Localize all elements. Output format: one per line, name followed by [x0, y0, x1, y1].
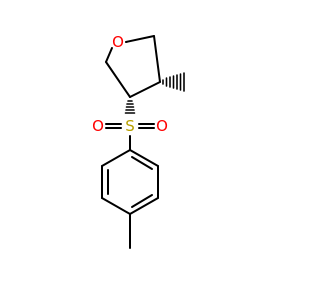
- bond-o-c2: [125, 35, 155, 43]
- benzene-ring: [101, 149, 159, 215]
- ring-oxygen-label: O: [112, 33, 124, 51]
- bond-c5-o: [105, 47, 113, 63]
- thf-ring: [105, 35, 161, 98]
- bond-c3-c4: [129, 81, 161, 98]
- sulfonyl-oxygen-right-label: O: [156, 117, 168, 135]
- bond-c2-c3: [153, 35, 161, 83]
- sulfur-label: S: [125, 117, 135, 135]
- sulfonyl-oxygen-left-label: O: [92, 117, 104, 135]
- hashed-wedge-methyl: [162, 72, 185, 92]
- hashed-wedge-sulfur: [124, 100, 136, 114]
- molecule-canvas: O S O O: [92, 33, 185, 249]
- bond-c4-c5: [105, 61, 131, 98]
- molecule-structure: O S O O: [92, 33, 185, 249]
- sulfonyl-bonds: [105, 123, 155, 129]
